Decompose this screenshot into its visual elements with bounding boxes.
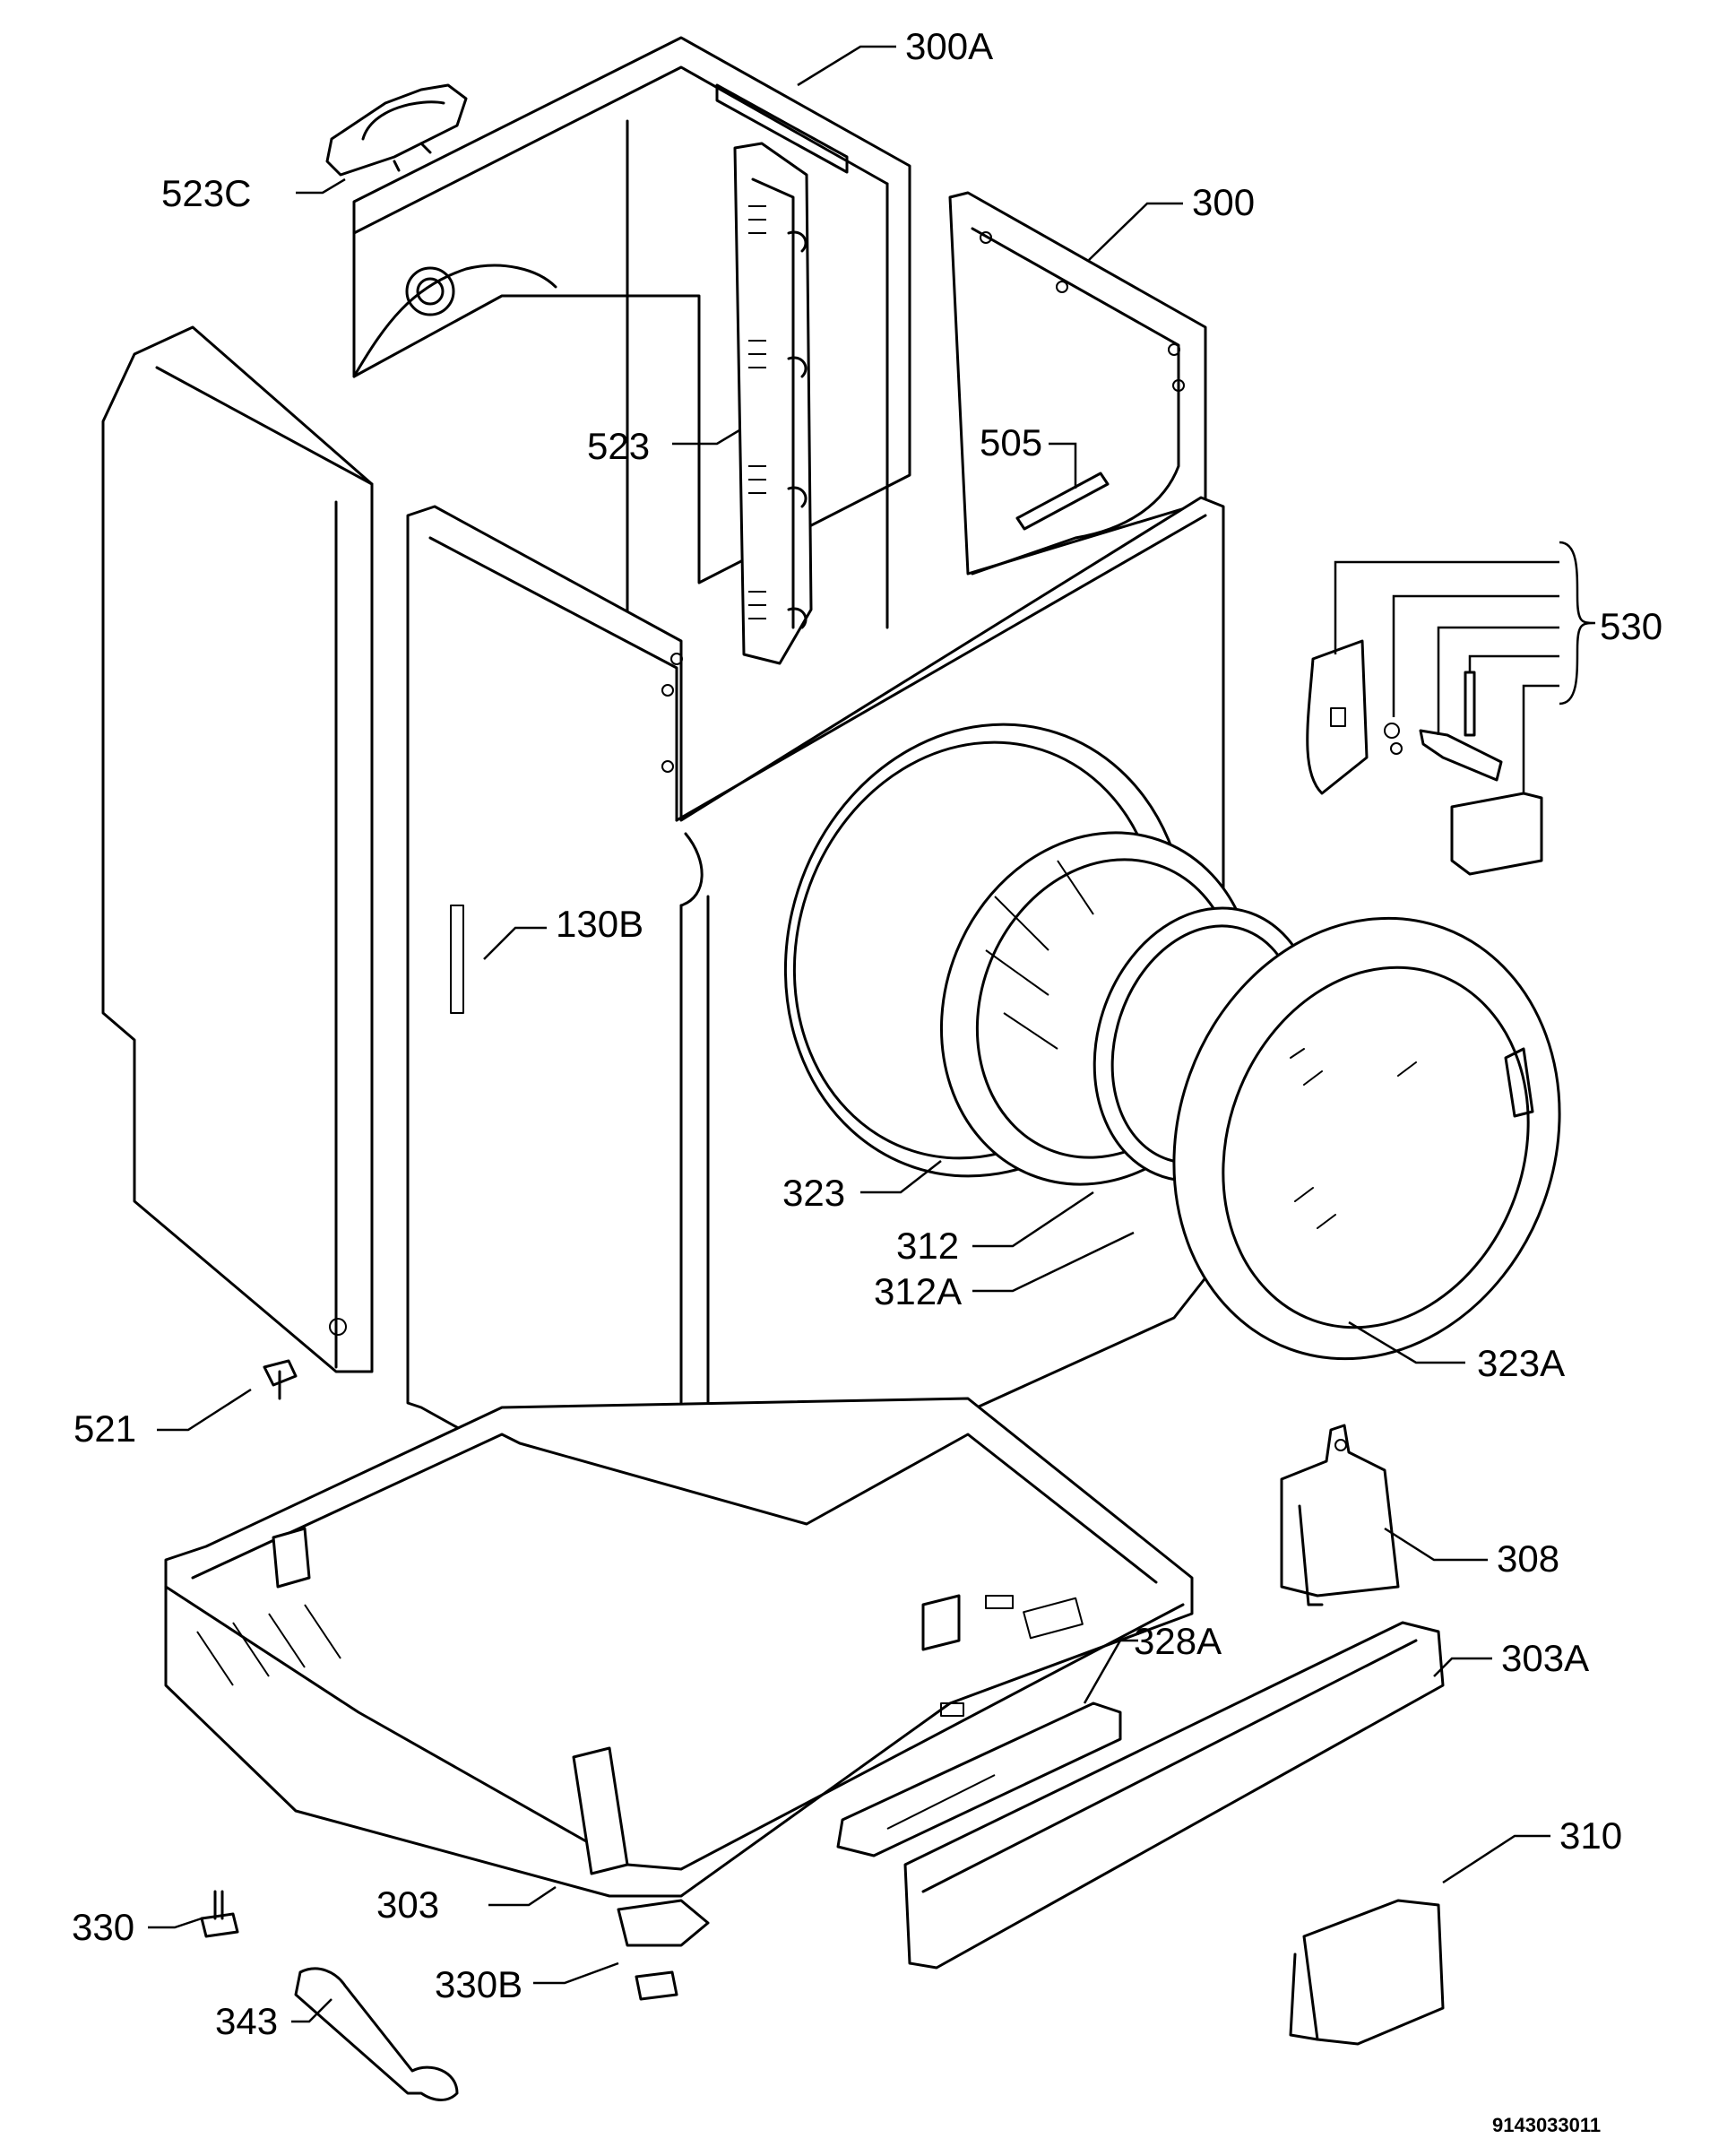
- label-328a: 328A: [1134, 1620, 1222, 1662]
- hinge-308: [1280, 1424, 1400, 1606]
- front-panel: [406, 496, 1225, 1544]
- label-323: 323: [782, 1172, 845, 1214]
- label-130b: 130B: [556, 903, 643, 945]
- label-530: 530: [1600, 605, 1662, 647]
- side-panel: [101, 325, 374, 1373]
- label-505: 505: [980, 421, 1042, 463]
- rod-505: [1015, 472, 1110, 531]
- label-343: 343: [215, 2000, 278, 2042]
- label-300: 300: [1192, 181, 1255, 223]
- small-parts: [200, 83, 468, 2101]
- part-labels: 300A 523C 300 523 505 530 130B 323 312 3…: [72, 25, 1662, 2136]
- label-308: 308: [1497, 1537, 1559, 1580]
- label-521: 521: [73, 1407, 136, 1450]
- label-523: 523: [587, 425, 650, 467]
- door-ring: [1172, 916, 1561, 1361]
- label-310: 310: [1559, 1814, 1622, 1857]
- leader-lines: [148, 45, 1596, 2023]
- label-303: 303: [376, 1883, 439, 1926]
- base-frame: [164, 1397, 1194, 2001]
- label-323a: 323A: [1477, 1342, 1565, 1384]
- label-300a: 300A: [905, 25, 993, 67]
- label-312a: 312A: [874, 1270, 962, 1312]
- hinge-set: [1306, 639, 1543, 876]
- kickplate-parts: [836, 1621, 1445, 2046]
- rail-523: [733, 142, 813, 665]
- drawing-code: 9143033011: [1492, 2114, 1601, 2136]
- label-312: 312: [896, 1225, 959, 1267]
- label-330: 330: [72, 1906, 134, 1948]
- label-303a: 303A: [1501, 1637, 1589, 1679]
- label-523c: 523C: [161, 172, 251, 214]
- label-330b: 330B: [435, 1963, 522, 2005]
